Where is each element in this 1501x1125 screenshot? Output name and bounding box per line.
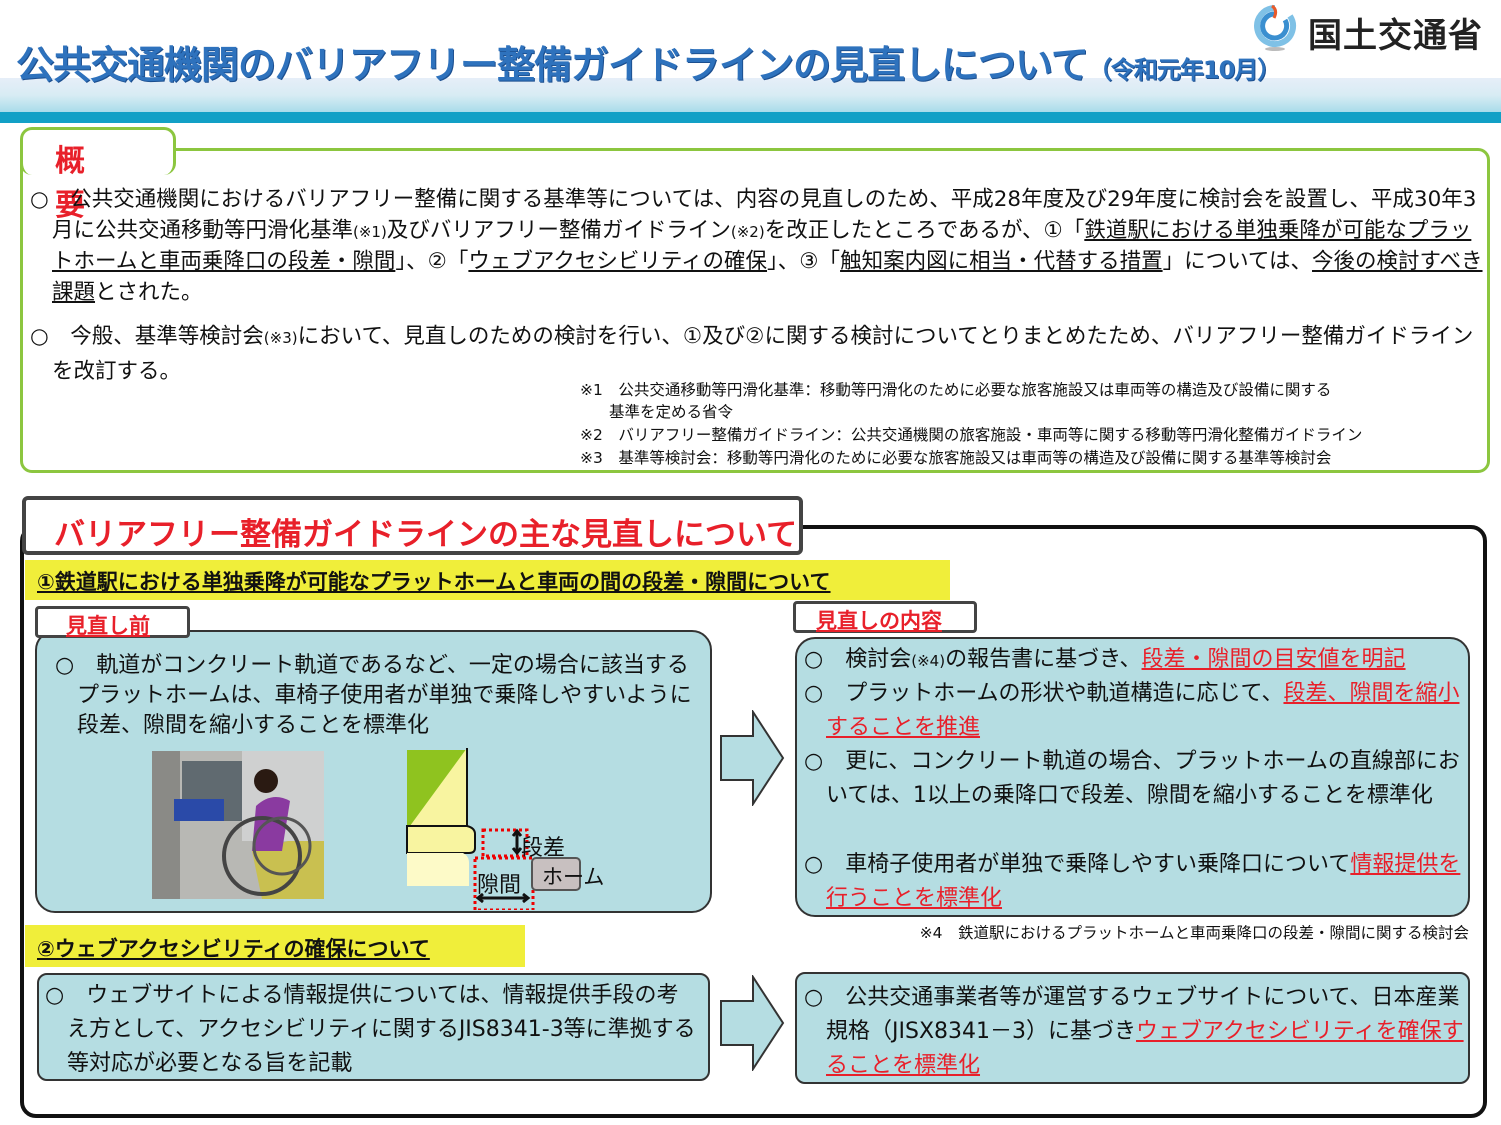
section-2-heading: ②ウェブアクセシビリティの確保について — [25, 925, 525, 967]
header-band — [0, 78, 1501, 112]
arrow-right-icon — [720, 975, 785, 1071]
text: 車椅子使用者が単独で乗降しやすい乗降口について — [845, 852, 1351, 877]
future-issue: 今後の検討すべき課題 — [52, 249, 1483, 305]
arrow-right-icon — [720, 710, 785, 806]
step-gap-diagram — [406, 748, 581, 910]
text: とされた。 — [95, 279, 203, 305]
title-text: 公共交通機関のバリアフリー整備ガイドラインの見直しについて — [16, 43, 1089, 87]
highlight: ウェブアクセシビリティを確保することを標準化 — [826, 1019, 1464, 1078]
bullet: ○ — [30, 187, 49, 212]
overview-paragraph-2: ○ 今般、基準等検討会(※3)において、見直しのための検討を行い、①及び②に関す… — [30, 320, 1485, 389]
wheelchair-boarding-photo — [152, 751, 324, 899]
text: ウェブサイトによる情報提供については、情報提供手段の考え方として、アクセシビリテ… — [67, 983, 696, 1076]
footnote-2: ※2 バリアフリー整備ガイドライン：公共交通機関の旅客施設・車両等に関する移動等… — [580, 426, 1363, 444]
title-date: （令和元年10月） — [1087, 56, 1281, 84]
text: 」、②「 — [395, 249, 469, 274]
text: プラットホームの形状や軌道構造に応じて、 — [845, 681, 1284, 706]
text: 」、③「 — [767, 249, 841, 274]
issue-1: 鉄道駅における単独乗降が可能なプラットホームと車両乗降口の段差・隙間 — [52, 217, 1472, 275]
ministry-name: 国土交通省 — [1308, 16, 1483, 56]
before-tab: 見直し前 — [35, 606, 190, 638]
text: 軌道がコンクリート軌道であるなど、一定の場合に該当するプラットホームは、車椅子使… — [77, 653, 692, 738]
bullet: ○ — [804, 647, 824, 672]
bullet: ○ — [55, 653, 75, 678]
text: 更に、コンクリート軌道の場合、プラットホームの直線部においては、1以上の乗降口で… — [826, 749, 1460, 808]
diagram-gap-label: 隙間 — [477, 873, 522, 898]
after-tab: 見直しの内容 — [793, 601, 977, 633]
after-box-1 — [795, 637, 1470, 917]
text: 公共交通事業者等が運営するウェブサイトについて、日本産業規格（JISX8341－… — [826, 985, 1460, 1044]
issue-2: ウェブアクセシビリティの確保 — [468, 249, 768, 274]
overview-paragraph-1: ○ 公共交通機関におけるバリアフリー整備に関する基準等については、内容の見直しの… — [30, 185, 1485, 308]
text: 」については、 — [1162, 249, 1313, 274]
after-item-4: ○ 車椅子使用者が単独で乗降しやすい乗降口について情報提供を行うことを標準化 — [804, 848, 1466, 916]
highlight: 段差、隙間を縮小することを推進 — [826, 681, 1460, 740]
section-1-heading: ①鉄道駅における単独乗降が可能なプラットホームと車両の間の段差・隙間について — [25, 560, 950, 600]
before-box-1 — [35, 630, 712, 913]
highlight: 段差・隙間の目安値を明記 — [1141, 647, 1406, 672]
footnote-1-cont: 基準を定める省令 — [609, 403, 734, 421]
text: において、見直しのための検討を行い、①及び②に関する検討についてとりまとめたため… — [52, 324, 1474, 384]
note-ref: (※4) — [911, 652, 946, 670]
after-text-2: ○ 公共交通事業者等が運営するウェブサイトについて、日本産業規格（JISX834… — [804, 981, 1464, 1083]
before-text-2: ○ ウェブサイトによる情報提供については、情報提供手段の考え方として、アクセシビ… — [45, 979, 700, 1081]
page-title: 公共交通機関のバリアフリー整備ガイドラインの見直しについて（令和元年10月） — [16, 34, 1281, 89]
after-box-2 — [795, 972, 1470, 1084]
note-ref: (※2) — [730, 222, 765, 241]
note-ref: (※1) — [353, 222, 387, 241]
text: の報告書に基づき、 — [945, 647, 1142, 672]
diagram-platform-label: ホーム — [542, 865, 605, 889]
header-bar — [0, 112, 1501, 123]
text: 公共交通機関におけるバリアフリー整備に関する基準等については、内容の見直しのため… — [52, 187, 1477, 243]
diagram-step-label: 段差 — [521, 836, 566, 861]
ministry-logo-icon — [1254, 4, 1297, 51]
footnote-3: ※3 基準等検討会：移動等円滑化のために必要な旅客施設又は車両等の構造及び設備に… — [580, 449, 1332, 467]
after-item-1: ○ 検討会(※4)の報告書に基づき、段差・隙間の目安値を明記 — [804, 643, 1466, 678]
text: 今般、基準等検討会 — [70, 324, 264, 349]
footnote-4: ※4 鉄道駅におけるプラットホームと車両乗降口の段差・隙間に関する検討会 — [919, 924, 1469, 942]
note-ref: (※3) — [263, 329, 298, 347]
bullet: ○ — [804, 749, 824, 774]
bullet: ○ — [45, 983, 65, 1008]
bullet: ○ — [804, 985, 824, 1010]
bullet: ○ — [804, 852, 824, 877]
before-text-1: ○ 軌道がコンクリート軌道であるなど、一定の場合に該当するプラットホームは、車椅… — [55, 651, 695, 741]
bullet: ○ — [804, 681, 824, 706]
after-item-3: ○ 更に、コンクリート軌道の場合、プラットホームの直線部においては、1以上の乗降… — [804, 745, 1466, 813]
text: 及びバリアフリー整備ガイドライン — [386, 217, 731, 243]
overview-tab: 概 要 — [20, 127, 176, 223]
before-box-2 — [37, 973, 710, 1081]
highlight: 情報提供を行うことを標準化 — [826, 852, 1461, 911]
text: を改正したところであるが、①「 — [764, 217, 1085, 243]
footnote-1: ※1 公共交通移動等円滑化基準：移動等円滑化のために必要な旅客施設又は車両等の構… — [580, 381, 1332, 399]
after-item-2: ○ プラットホームの形状や軌道構造に応じて、段差、隙間を縮小することを推進 — [804, 677, 1466, 745]
text: 検討会 — [845, 647, 912, 672]
issue-3: 触知案内図に相当・代替する措置 — [840, 249, 1163, 274]
bullet: ○ — [30, 324, 49, 349]
main-section-title: バリアフリー整備ガイドラインの主な見直しについて — [22, 496, 803, 555]
overview-box — [20, 148, 1490, 473]
